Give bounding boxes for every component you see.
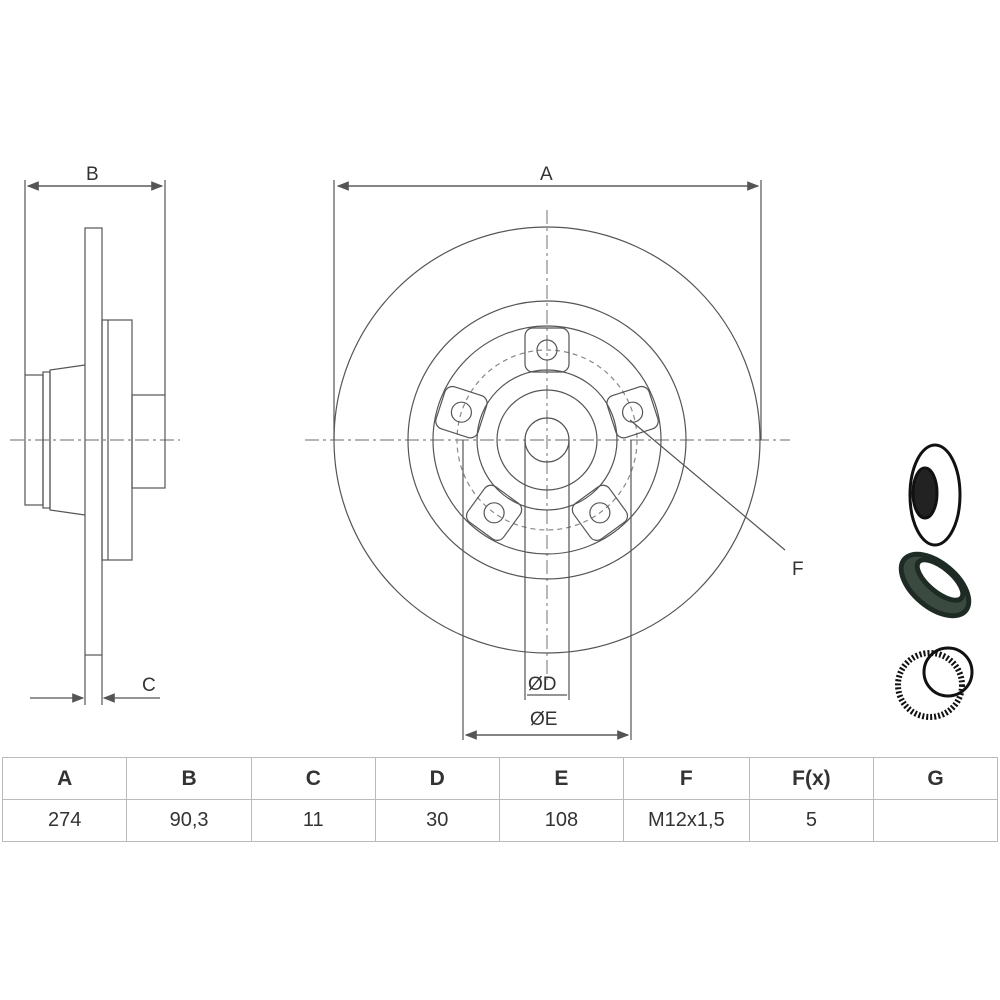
bolt-hole: [483, 502, 505, 524]
bolt-hole: [621, 401, 644, 423]
brake-disc-icon: [908, 443, 962, 547]
bolt-pad: [465, 484, 523, 541]
dimensions-table: A B C D E F F(x) G 274 90,3 11 30 108 M1…: [1, 757, 998, 842]
dim-d-label: ØD: [528, 674, 557, 695]
header-d: D: [374, 757, 500, 800]
value-d: 30: [374, 799, 500, 842]
value-e: 108: [498, 799, 625, 842]
header-g: G: [873, 757, 998, 800]
bolt-pad: [606, 385, 659, 439]
header-fx: F(x): [748, 757, 875, 800]
bolt-hole: [589, 502, 611, 524]
value-f: M12x1,5: [623, 799, 750, 842]
abs-ring-icon: [895, 646, 974, 720]
value-g: [873, 799, 998, 842]
bolt-pad: [524, 327, 570, 373]
wheel-bearing-icon: [898, 551, 972, 619]
header-a: A: [1, 757, 128, 800]
value-a: 274: [1, 799, 128, 842]
bolt-hole: [536, 339, 558, 361]
bolt-hole: [450, 401, 473, 423]
technical-drawing: B C A F ØD ØE: [10, 164, 974, 740]
table-row: 274 90,3 11 30 108 M12x1,5 5: [1, 799, 998, 842]
header-f: F: [623, 757, 750, 800]
header-c: C: [250, 757, 376, 800]
header-b: B: [126, 757, 252, 800]
value-c: 11: [250, 799, 376, 842]
dim-a-label: A: [540, 164, 553, 185]
side-view: B C: [10, 164, 180, 705]
bolt-pad: [571, 484, 629, 541]
value-b: 90,3: [126, 799, 252, 842]
value-fx: 5: [748, 799, 875, 842]
bolt-pad: [435, 385, 488, 439]
dim-e-label: ØE: [530, 709, 557, 730]
dim-f-label: F: [792, 559, 804, 580]
front-view: A F ØD ØE: [305, 164, 804, 740]
dim-b-label: B: [86, 164, 99, 185]
header-e: E: [498, 757, 625, 800]
table-header-row: A B C D E F F(x) G: [1, 757, 998, 800]
dim-c-label: C: [142, 675, 156, 696]
